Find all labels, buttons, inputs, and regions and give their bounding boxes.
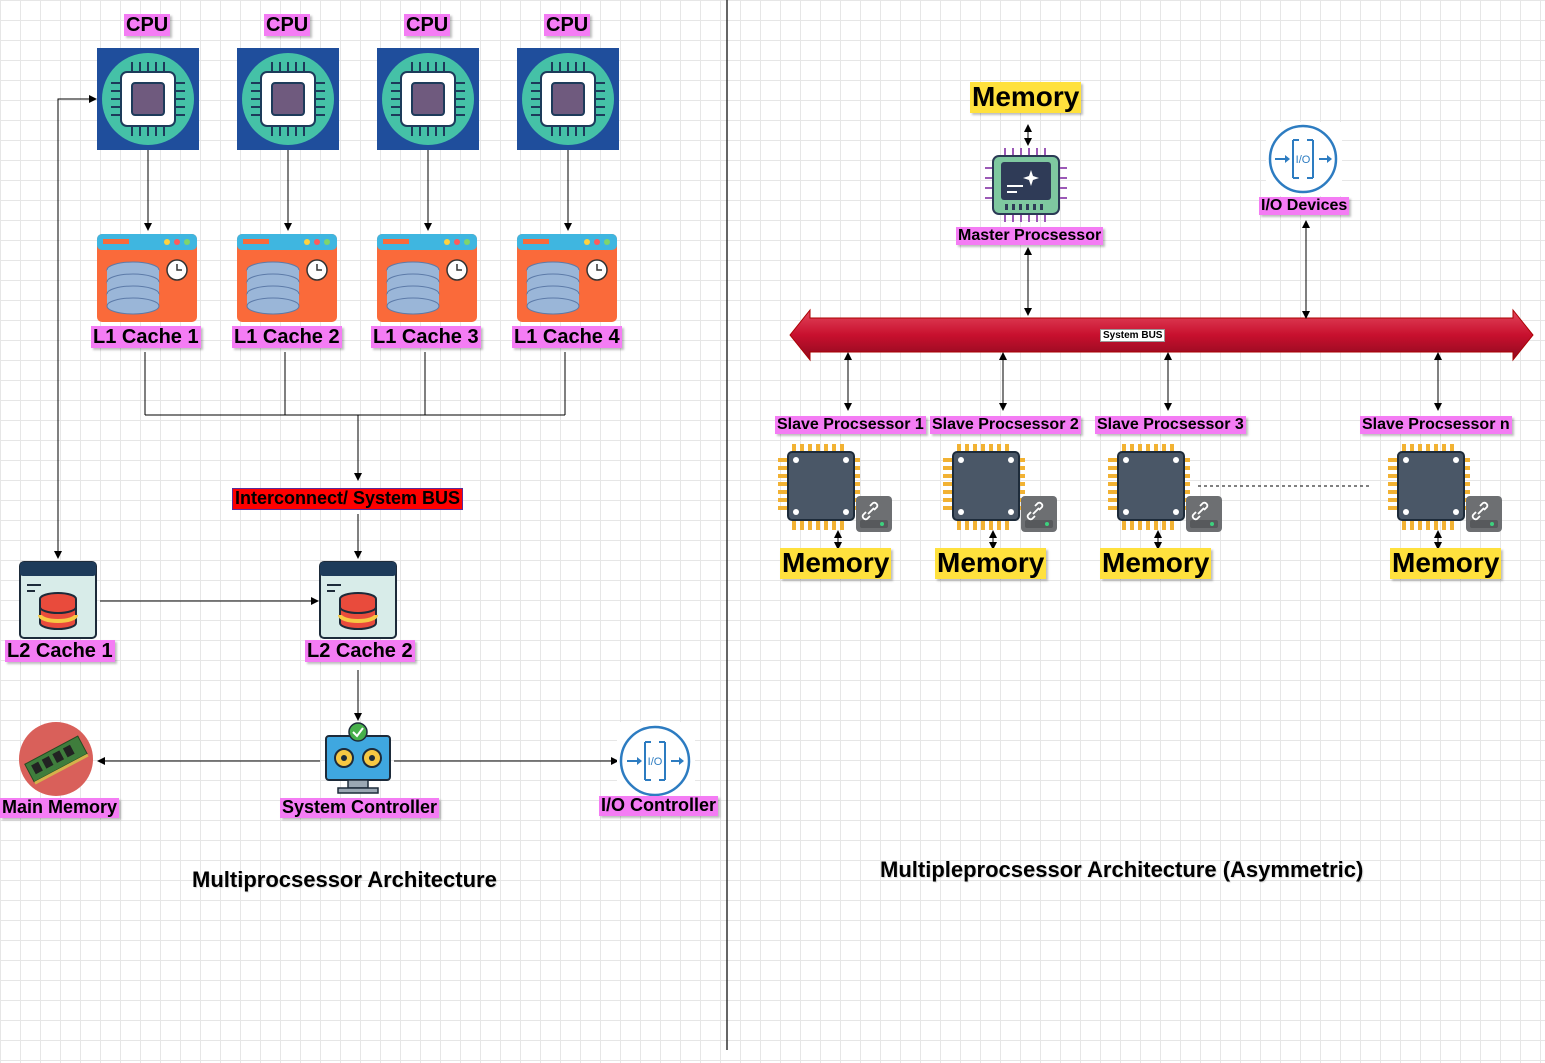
ram-memory-icon [19,722,93,796]
slave-memory-label-n: Memory [1390,547,1502,579]
slave-chip-icon [778,444,892,532]
cache-database-icon [97,234,197,322]
l2-cache-label-1: L2 Cache 1 [5,640,115,662]
cpu-label-2: CPU [264,14,311,36]
slave-chip-icon [1108,444,1222,532]
io-devices-label: I/O Devices [1259,197,1350,215]
cpu-chip-icon [237,48,339,150]
slave-processor-label-1: Slave Procsessor 1 [775,416,926,434]
io-icon-text: I/O [648,756,663,768]
main-memory-label: Main Memory [0,797,120,818]
master-processor-chip-icon [985,148,1067,222]
left-diagram-title: Multiprocsessor Architecture [192,867,497,892]
io-devices-icon: I/O [1266,122,1342,196]
cpu-to-l1-arrows [144,150,572,231]
io-icon-text: I/O [1296,154,1311,166]
cache-database-icon [237,234,337,322]
interconnect-bus-label: Interconnect/ System BUS [232,488,464,510]
system-controller-monitor-icon [325,722,391,794]
slave-processor-label-n: Slave Procsessor n [1360,416,1512,434]
cpu-label-1: CPU [124,14,171,36]
slave-chip-icon [943,444,1057,532]
cache-database-icon [517,234,617,322]
cpu-chip-icon [517,48,619,150]
l2-cache-label-2: L2 Cache 2 [305,640,415,662]
l1-merge-lines [54,95,619,765]
cpu-chip-icon [377,48,479,150]
l1-cache-label-1: L1 Cache 1 [91,326,201,348]
cpu-label-4: CPU [544,14,591,36]
master-processor-label: Master Procsessor [956,227,1104,245]
l2-cache-database-icon [19,561,97,639]
slave-memory-label-2: Memory [935,547,1047,579]
slave-processor-label-2: Slave Procsessor 2 [930,416,1081,434]
slave-processor-label-3: Slave Procsessor 3 [1095,416,1246,434]
cpu-chip-icon [97,48,199,150]
right-connectors [834,124,1442,550]
slave-chip-icon [1388,444,1502,532]
system-bus-label: System BUS [1100,329,1166,342]
l1-cache-label-4: L1 Cache 4 [512,326,622,348]
system-controller-label: System Controller [280,797,440,818]
l1-cache-label-3: L1 Cache 3 [371,326,481,348]
io-controller-label: I/O Controller [599,795,719,816]
cpu-label-3: CPU [404,14,451,36]
cache-database-icon [377,234,477,322]
l1-cache-label-2: L1 Cache 2 [232,326,342,348]
top-memory-label: Memory [970,81,1082,113]
slave-memory-label-1: Memory [780,547,892,579]
right-diagram-title: Multipleprocsessor Architecture (Asymmet… [880,857,1364,882]
l2-cache-database-icon [319,561,397,639]
slave-memory-label-3: Memory [1100,547,1212,579]
io-controller-icon: I/O [617,722,695,800]
